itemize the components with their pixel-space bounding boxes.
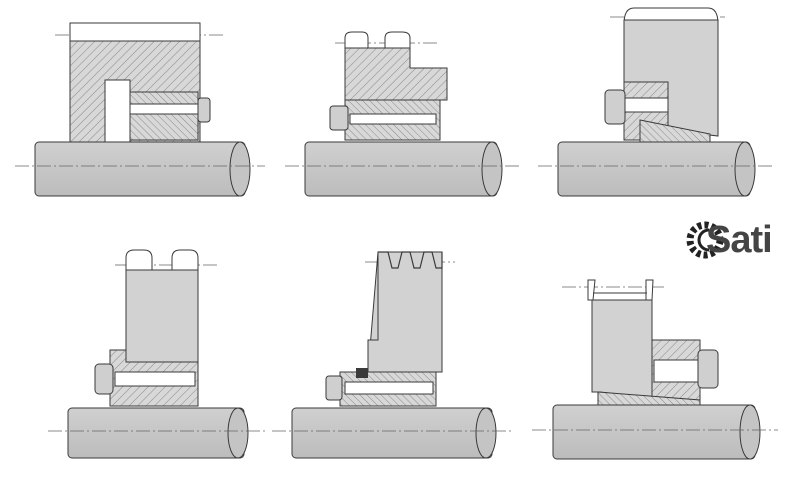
set-screw [356,368,368,378]
brand-name: Sati [706,219,773,261]
belt-edge-right [645,279,654,301]
locking-ring [129,91,199,141]
sprocket-plate [367,251,443,373]
pulley-body [344,47,448,101]
bolt-channel [114,371,196,387]
assembly-2 [285,31,520,197]
hub-cap [69,22,201,42]
shaft-end [475,407,497,459]
bolt-head [197,97,211,123]
bolt-channel [129,103,199,115]
gear-icon [686,221,724,259]
belt-edge-left [587,279,596,301]
bolt-channel [349,113,437,125]
sprocket-teeth [378,251,443,269]
assembly-3 [538,7,775,197]
shaft-end [229,141,251,197]
shaft [552,404,756,460]
shaft-end [734,141,756,197]
brand-logo [686,221,724,259]
shaft-end [739,404,761,460]
bolt-head [329,105,349,131]
pulley-groove-top [125,249,199,271]
assembly-4 [48,249,265,459]
shaft-end [227,407,249,459]
shaft [304,141,498,197]
bolt-channel [653,359,701,383]
pulley-groove-top [344,31,411,49]
assembly-6 [532,279,778,460]
bolt-channel [623,97,669,113]
shaft [557,141,751,197]
shaft-end [481,141,503,197]
bolt-head [325,375,343,401]
assembly-5 [272,251,512,459]
bolt-channel [344,381,434,395]
pulley-body [125,269,199,363]
bolt-head [697,349,719,389]
bolt-head [604,89,626,125]
shaft [34,141,246,197]
shaft [291,407,493,459]
assembly-1 [15,22,265,197]
shaft [67,407,245,459]
hub-recess [104,79,131,143]
bolt-head [94,363,114,395]
